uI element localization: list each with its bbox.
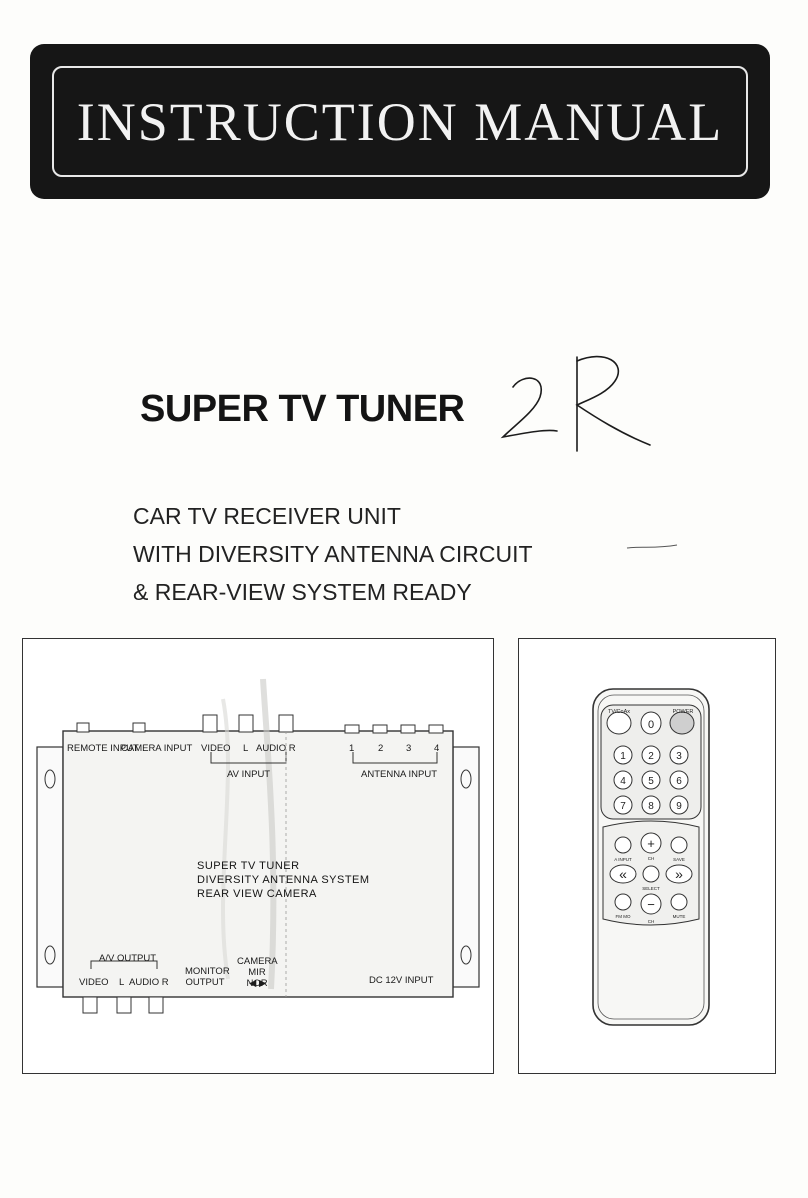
title-banner: INSTRUCTION MANUAL (30, 44, 770, 199)
digit-key-1[interactable] (613, 745, 633, 765)
digit-label-3: 3 (676, 751, 682, 762)
digit-label-4: 4 (620, 776, 626, 787)
right-arrow-icon: » (675, 866, 683, 882)
select-label: SELECT (642, 886, 660, 891)
subtitle-line-3: & REAR-VIEW SYSTEM READY (133, 579, 472, 605)
product-title: SUPER TV TUNER (140, 388, 465, 430)
dc-input-label: DC 12V INPUT (369, 975, 434, 986)
antenna-input-label: ANTENNA INPUT (361, 769, 438, 780)
manual-title: INSTRUCTION MANUAL (76, 91, 724, 152)
left-button[interactable] (609, 864, 637, 884)
channel-up-button[interactable] (640, 832, 662, 854)
remote-input-label: REMOTE INPUT (67, 743, 139, 754)
antenna-2-label: 2 (378, 743, 384, 754)
digit-key-3[interactable] (669, 745, 689, 765)
channel-down-button[interactable] (640, 893, 662, 915)
digit-key-7[interactable] (613, 795, 633, 815)
digit-label-5: 5 (648, 776, 654, 787)
plus-glyph: + (647, 836, 655, 851)
save-button[interactable] (670, 836, 688, 854)
av-output-label: A/V OUTPUT (99, 953, 157, 964)
digit-label-1: 1 (620, 751, 626, 762)
pen-mark (626, 544, 678, 549)
minus-glyph: − (647, 897, 655, 912)
tuner-unit-illustration: REMOTE INPUT CAMERA INPUT VIDEO L AUDIO … (22, 638, 494, 1074)
digit-label-8: 8 (648, 801, 654, 812)
save-label: SAVE (673, 857, 685, 862)
ch-down-label: CH (648, 919, 655, 924)
digit-key-5[interactable] (641, 770, 661, 790)
mute-label: MUTE (673, 914, 686, 919)
tuner-unit-drawing (36, 678, 480, 1014)
right-button[interactable] (665, 864, 693, 884)
antenna-4-label: 4 (434, 743, 440, 754)
digit-key-2[interactable] (641, 745, 661, 765)
zero-key[interactable]: 0 (648, 719, 654, 731)
digit-key-4[interactable] (613, 770, 633, 790)
digit-label-9: 9 (676, 801, 682, 812)
digit-key-9[interactable] (669, 795, 689, 815)
out-audio-r-label: AUDIO R (129, 977, 169, 988)
remote-keypad: TV/CoAx POWER 0 1 2 3 4 5 6 7 8 9 + A IN… (608, 709, 694, 924)
av-audio-l-label: L (243, 743, 249, 754)
ch-up-label: CH (648, 856, 655, 861)
out-video-label: VIDEO (79, 977, 109, 988)
mute-button[interactable] (670, 893, 688, 911)
panel-text-line-2: DIVERSITY ANTENNA SYSTEM (197, 874, 370, 886)
remote-control-illustration: TV/CoAx POWER 0 1 2 3 4 5 6 7 8 9 + A IN… (518, 638, 776, 1074)
av-audio-r-label: AUDIO R (256, 743, 296, 754)
camera-mirror-label: CAMERA MIR NOR (237, 956, 278, 989)
title-banner-frame: INSTRUCTION MANUAL (52, 66, 748, 177)
fm-mo-label: FM MO (616, 914, 631, 919)
panel-text-line-1: SUPER TV TUNER (197, 860, 300, 872)
antenna-1-label: 1 (349, 743, 355, 754)
subtitle-line-1: CAR TV RECEIVER UNIT (133, 503, 401, 529)
tv-coax-label: TV/CoAx (608, 709, 630, 715)
mirror-arrows-label: ◀ ▶ (249, 978, 267, 989)
a-input-button[interactable] (614, 836, 632, 854)
a-input-label: A INPUT (614, 857, 632, 862)
handwritten-note (500, 355, 651, 452)
select-button[interactable] (642, 865, 660, 883)
out-audio-l-label: L (119, 977, 125, 988)
product-subtitle: CAR TV RECEIVER UNIT WITH DIVERSITY ANTE… (133, 497, 533, 611)
digit-label-2: 2 (648, 751, 654, 762)
fm-mo-button[interactable] (614, 893, 632, 911)
digit-key-8[interactable] (641, 795, 661, 815)
antenna-3-label: 3 (406, 743, 412, 754)
av-video-label: VIDEO (201, 743, 231, 754)
monitor-output-label: MONITOR OUTPUT (185, 966, 230, 988)
digit-key-6[interactable] (669, 770, 689, 790)
digit-label-6: 6 (676, 776, 682, 787)
panel-text-line-3: REAR VIEW CAMERA (197, 888, 317, 900)
power-label: POWER (673, 709, 694, 715)
left-arrow-icon: « (619, 866, 627, 882)
subtitle-line-2: WITH DIVERSITY ANTENNA CIRCUIT (133, 541, 533, 567)
camera-input-label: CAMERA INPUT (121, 743, 193, 754)
av-input-label: AV INPUT (227, 769, 271, 780)
digit-label-7: 7 (620, 801, 626, 812)
